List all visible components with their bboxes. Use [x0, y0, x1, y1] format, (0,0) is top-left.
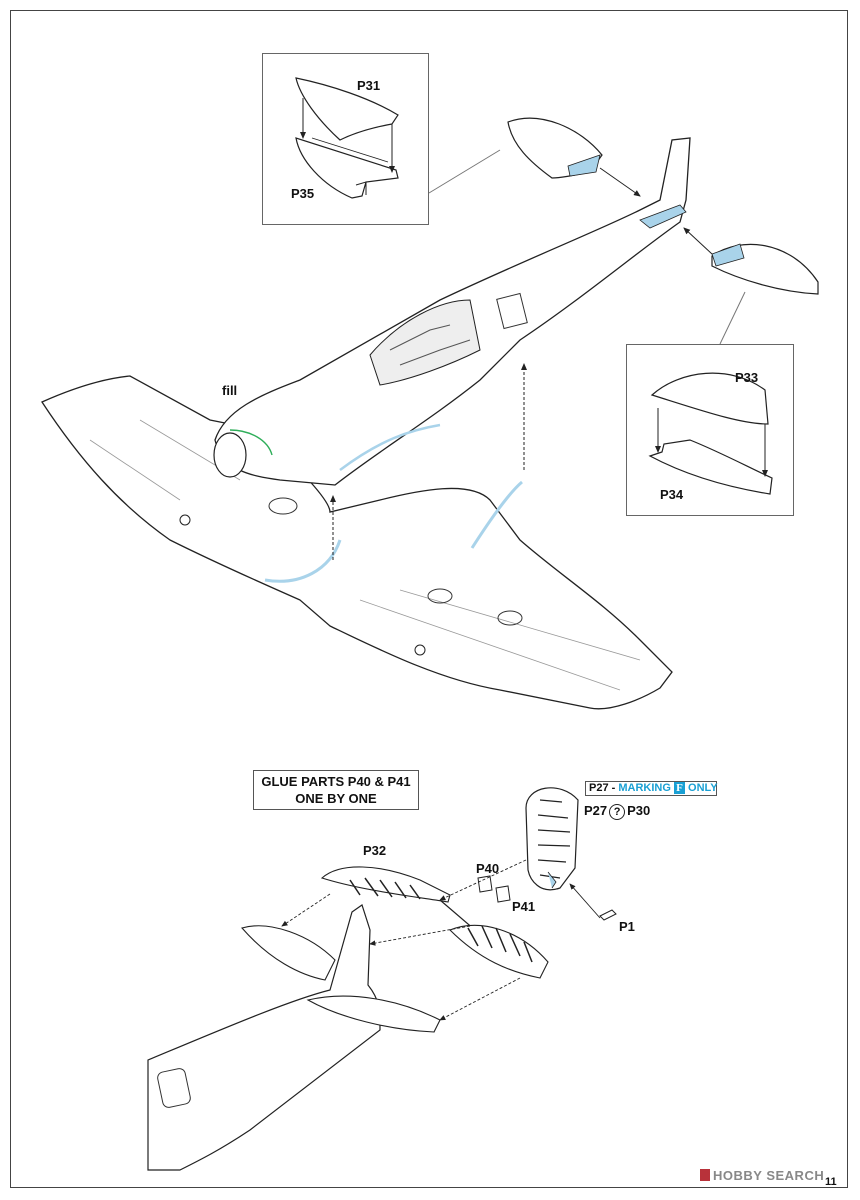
elevator-right-drawing: [711, 243, 819, 295]
fill-line: [229, 429, 273, 456]
label-p31: P31: [357, 78, 381, 93]
arrow-p32-right: [369, 925, 471, 946]
marking-text: MARKING: [618, 782, 671, 794]
arrow-p1: [569, 883, 601, 919]
part-p1-drawing: [599, 909, 617, 921]
arrow-p32-left: [281, 893, 331, 927]
part-p31-drawing: [295, 77, 399, 141]
arrow-elevator-to-tail: [439, 977, 521, 1021]
part-p41-drawing: [495, 885, 511, 903]
watermark-text: HOBBY SEARCH: [713, 1168, 825, 1183]
page-number: 11: [825, 1176, 837, 1188]
label-p1: P1: [619, 919, 635, 934]
label-fill: fill: [222, 383, 238, 398]
part-p35-drawing: [295, 137, 399, 199]
part-p33-drawing: [650, 372, 769, 425]
part-p32-drawing: [320, 866, 549, 979]
guide-line-p35: [311, 137, 389, 163]
label-p40: P40: [476, 861, 500, 876]
part-p40-drawing: [477, 875, 493, 893]
rear-fuselage-drawing: [147, 904, 441, 1171]
label-p33: P33: [735, 370, 759, 385]
part-rudder-drawing: [525, 787, 579, 891]
marking-suffix: ONLY: [688, 782, 718, 794]
watermark: HOBBY SEARCH: [700, 1168, 824, 1183]
arrow-elevator-right: [683, 227, 713, 255]
label-p32: P32: [363, 843, 387, 858]
marking-part: P27 -: [589, 782, 616, 794]
label-p35: P35: [291, 186, 315, 201]
note-line-1: GLUE PARTS P40 & P41: [261, 774, 411, 789]
arrow-elevator-left: [599, 167, 641, 197]
question-icon: ?: [609, 803, 626, 820]
note-line-2: ONE BY ONE: [295, 791, 377, 806]
label-p34: P34: [660, 487, 684, 502]
part-p34-drawing: [648, 439, 773, 495]
note-glue-parts: GLUE PARTS P40 & P41 ONE BY ONE: [253, 770, 419, 810]
detail-box-p31-p35: [262, 53, 429, 225]
callout-left: [428, 149, 501, 194]
watermark-logo-icon: [700, 1169, 710, 1181]
part-swap-row: P27?P30: [584, 803, 650, 820]
callout-right: [719, 291, 746, 345]
elevator-left-drawing: [507, 117, 603, 179]
label-p41: P41: [512, 899, 536, 914]
marking-note: P27 - MARKING F ONLY: [585, 781, 718, 796]
marking-letter-badge: F: [673, 782, 685, 794]
swap-from: P27: [584, 803, 608, 818]
fuselage-drawing: [213, 137, 691, 486]
swap-to: P30: [627, 803, 651, 818]
page-frame: [10, 10, 848, 1188]
arrow-rudder: [439, 859, 527, 901]
